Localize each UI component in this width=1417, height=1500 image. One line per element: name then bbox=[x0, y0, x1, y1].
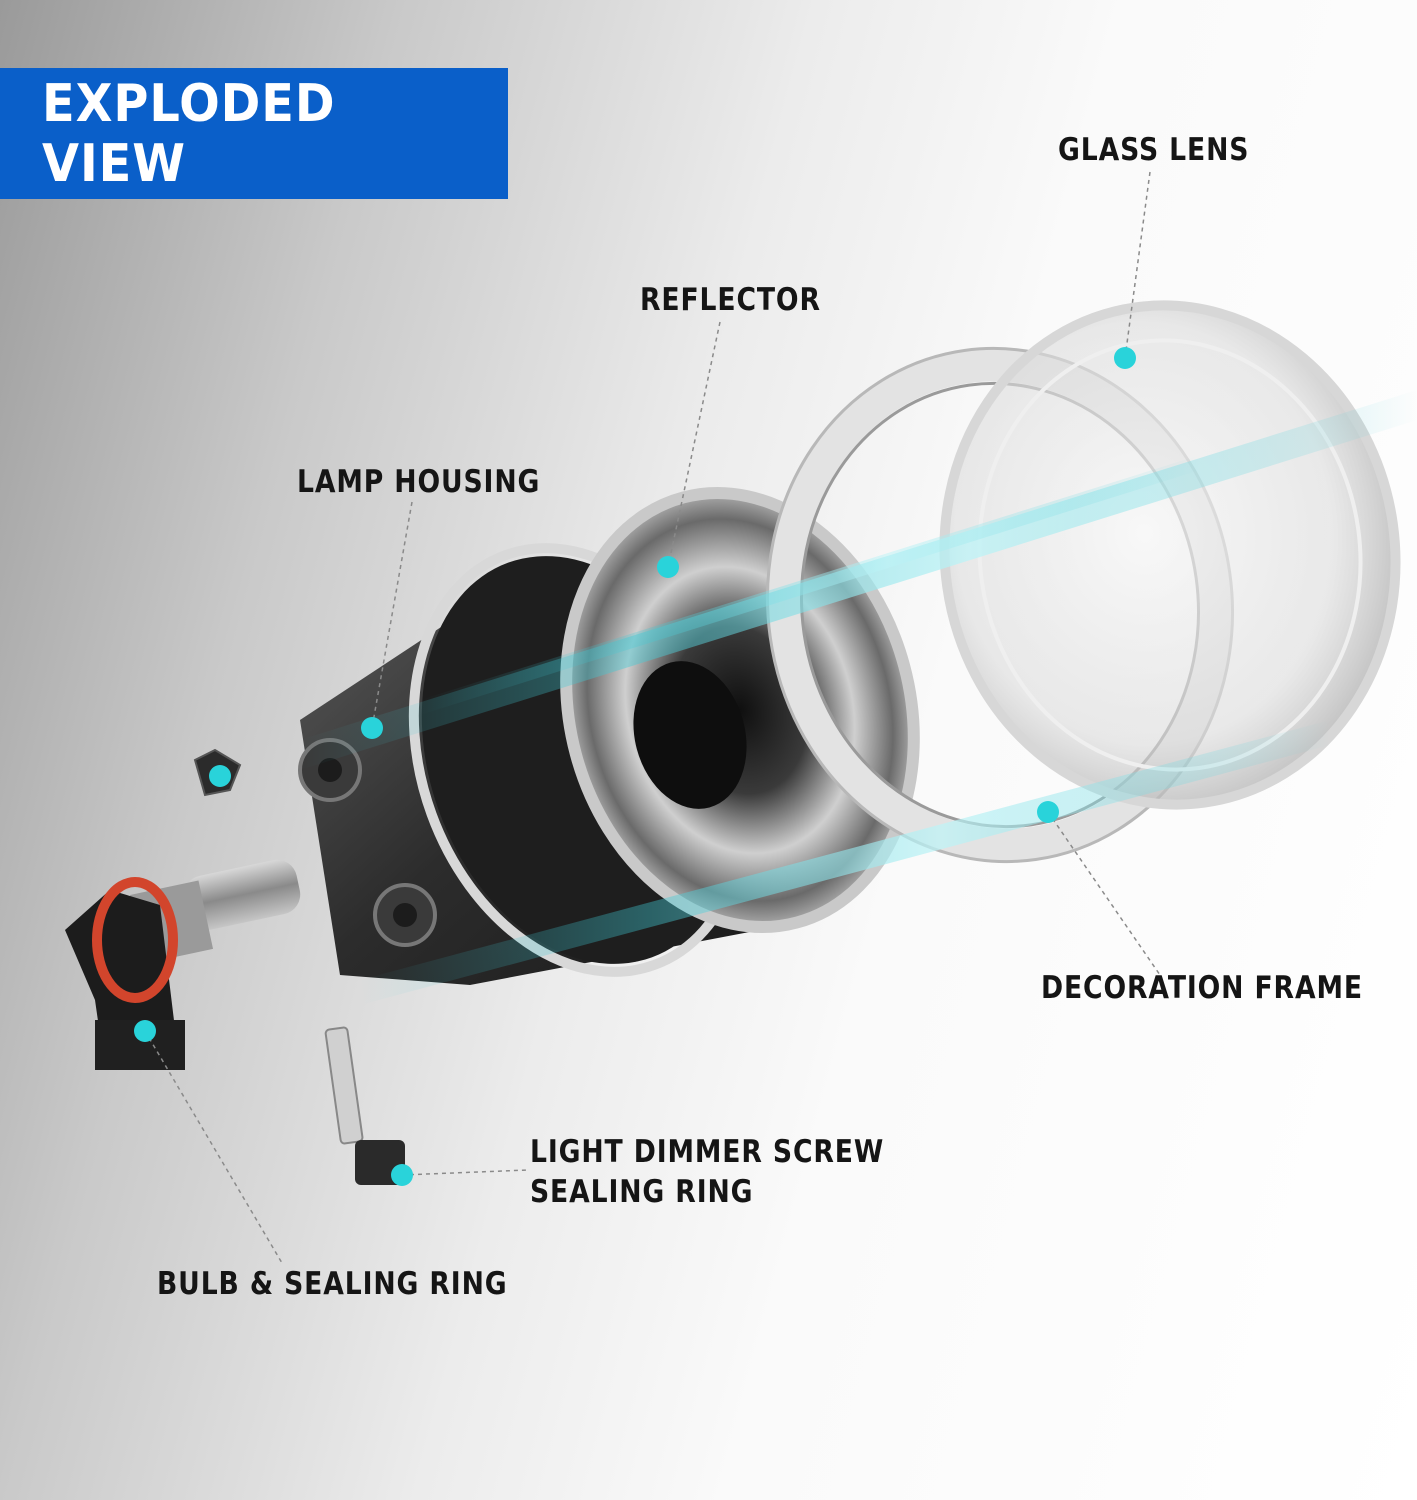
label-dimmer-screw-line1: LIGHT DIMMER SCREW bbox=[530, 1134, 885, 1170]
label-dimmer-screw-line2: SEALING RING bbox=[530, 1174, 754, 1210]
marker-clip bbox=[209, 765, 231, 787]
label-decoration-frame: DECORATION FRAME bbox=[1041, 970, 1363, 1006]
bulb bbox=[65, 859, 301, 1070]
marker-dimmer-screw bbox=[391, 1164, 413, 1186]
label-dimmer-screw: LIGHT DIMMER SCREW SEALING RING bbox=[530, 1132, 884, 1212]
light-streaks bbox=[300, 390, 1417, 1005]
label-bulb: BULB & SEALING RING bbox=[157, 1266, 508, 1302]
glass-lens bbox=[939, 300, 1401, 810]
dimmer-screw bbox=[324, 1026, 405, 1185]
marker-bulb bbox=[134, 1020, 156, 1042]
marker-decoration-frame bbox=[1037, 801, 1059, 823]
label-reflector: REFLECTOR bbox=[640, 282, 821, 318]
marker-lamp-housing bbox=[361, 717, 383, 739]
marker-reflector bbox=[657, 556, 679, 578]
marker-glass-lens bbox=[1114, 347, 1136, 369]
exploded-view-banner: EXPLODED VIEW bbox=[0, 68, 508, 199]
label-glass-lens: GLASS LENS bbox=[1058, 132, 1250, 168]
banner-title: EXPLODED VIEW bbox=[42, 73, 336, 194]
leader-lines bbox=[144, 171, 1161, 1264]
label-lamp-housing: LAMP HOUSING bbox=[297, 464, 541, 500]
